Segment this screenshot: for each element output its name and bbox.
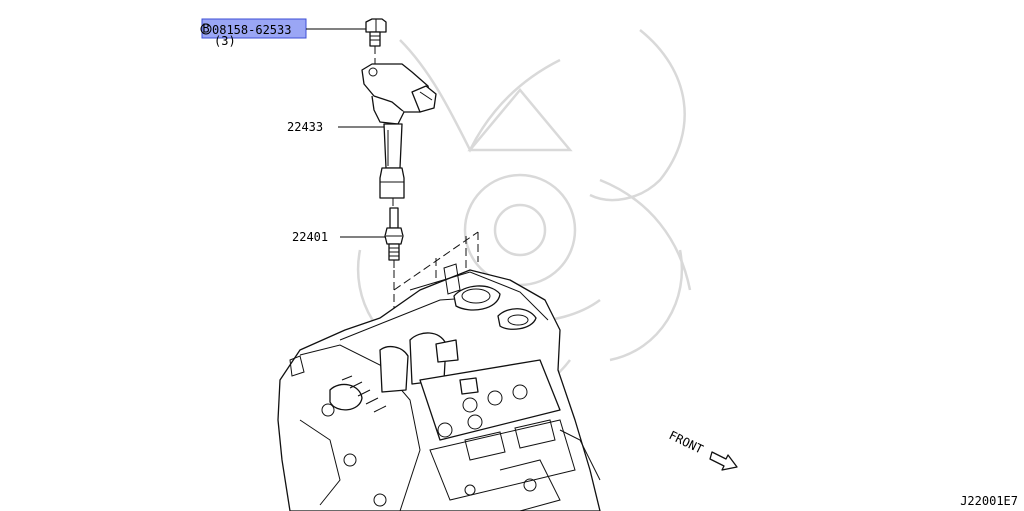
b-symbol-circle	[200, 23, 212, 35]
ignition-coil-part-number: 22433	[287, 120, 323, 134]
bolt-quantity: (3)	[214, 34, 236, 48]
engine-cylinder-head	[277, 263, 601, 511]
spark-plug-callout[interactable]: 22401	[292, 230, 386, 244]
b-symbol: B	[202, 22, 209, 36]
bolt-part-number: 08158-62533	[212, 23, 291, 37]
spark-plug	[384, 207, 404, 268]
ignition-coil-callout[interactable]: 22433	[287, 120, 384, 134]
spark-plug-part-number: 22401	[292, 230, 328, 244]
bolt	[365, 18, 387, 66]
front-direction-indicator: FRONT	[667, 428, 738, 471]
ignition-coil	[361, 63, 437, 210]
front-label: FRONT	[667, 428, 706, 456]
diagram-code: J22001E7	[960, 494, 1018, 508]
front-arrow-icon	[709, 451, 738, 471]
bolt-callout[interactable]: B 08158-62533 (3)	[200, 18, 366, 48]
